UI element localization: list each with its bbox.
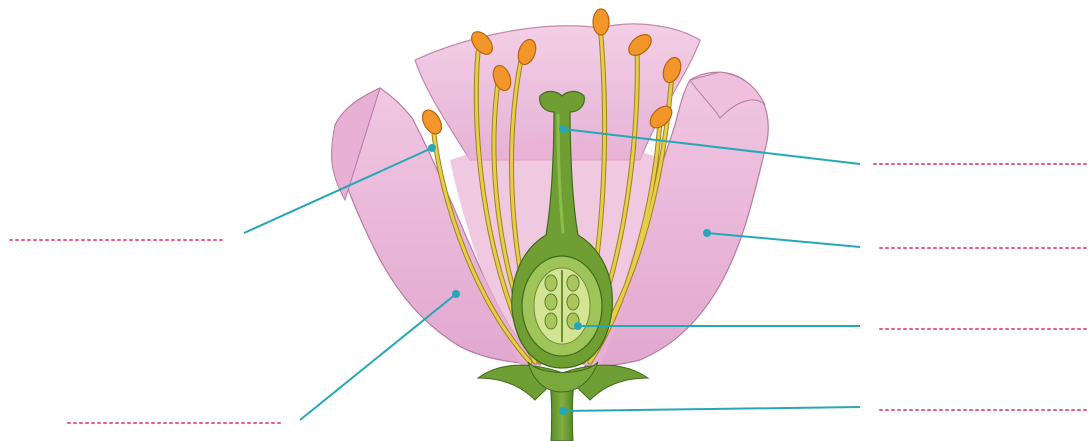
leader-line-petal-left xyxy=(300,294,456,420)
leader-line-receptacle xyxy=(563,407,860,411)
